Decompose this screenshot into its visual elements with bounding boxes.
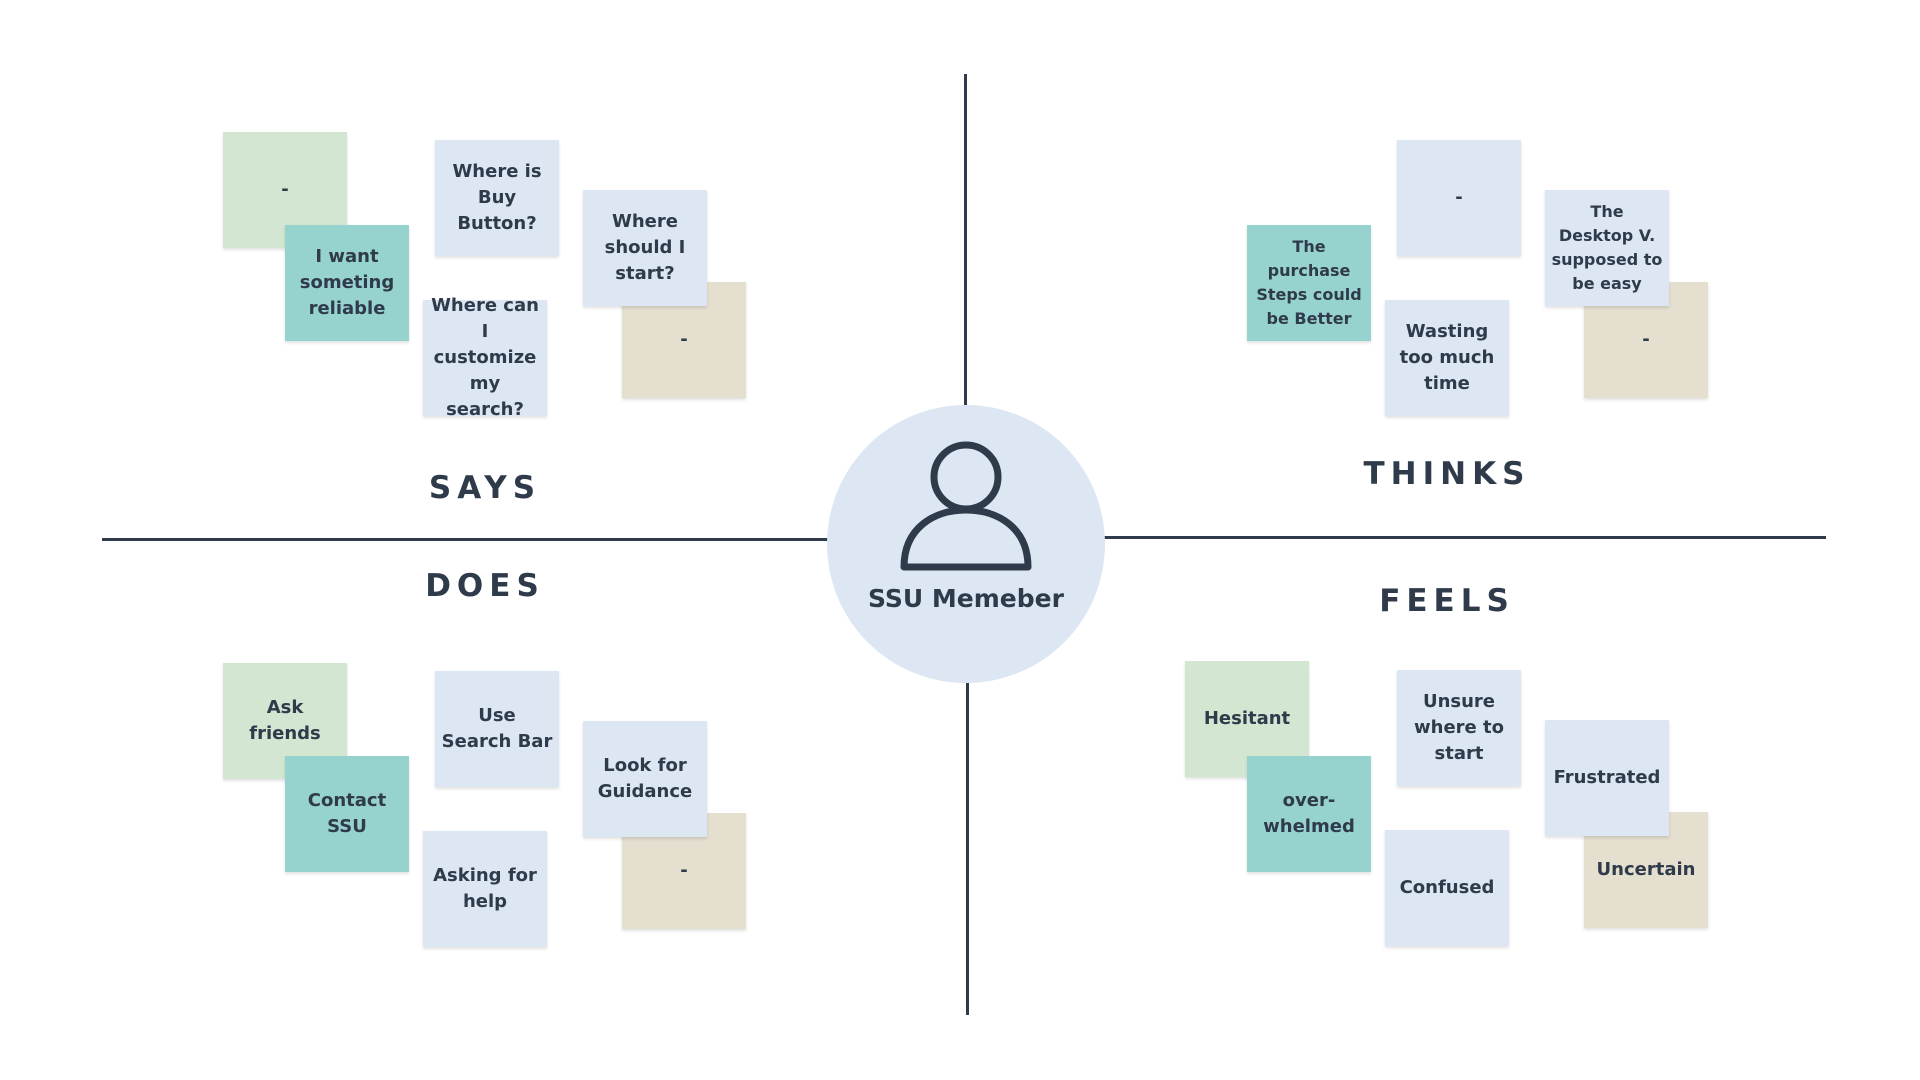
feels-note: Frustrated <box>1545 720 1669 836</box>
feels-note: Unsure where to start <box>1397 670 1521 786</box>
feels-note: over-whelmed <box>1247 756 1371 872</box>
vertical-axis-top <box>964 74 967 406</box>
does-note: Look for Guidance <box>583 721 707 837</box>
thinks-note: Wasting too much time <box>1385 300 1509 416</box>
says-note: I want someting reliable <box>285 225 409 341</box>
horizontal-axis-right <box>1104 536 1826 539</box>
horizontal-axis-left <box>102 538 828 541</box>
thinks-note: The Desktop V. supposed to be easy <box>1545 190 1669 306</box>
does-note: Use Search Bar <box>435 671 559 787</box>
thinks-note: The purchase Steps could be Better <box>1247 225 1371 341</box>
vertical-axis-bottom <box>966 683 969 1015</box>
does-note: Contact SSU <box>285 756 409 872</box>
does-title: DOES <box>425 568 545 604</box>
says-note: Where should I start? <box>583 190 707 306</box>
says-title: SAYS <box>428 470 542 506</box>
says-note: Where can I customize my search? <box>423 295 547 420</box>
persona-circle <box>827 405 1105 683</box>
thinks-note: - <box>1397 140 1521 256</box>
thinks-title: THINKS <box>1363 456 1531 492</box>
persona-label: SSU Memeber <box>868 584 1064 613</box>
feels-title: FEELS <box>1379 583 1515 619</box>
person-icon <box>900 441 1032 571</box>
does-note: Asking for help <box>423 831 547 947</box>
says-note: Where is Buy Button? <box>435 140 559 256</box>
feels-note: Confused <box>1385 830 1509 946</box>
